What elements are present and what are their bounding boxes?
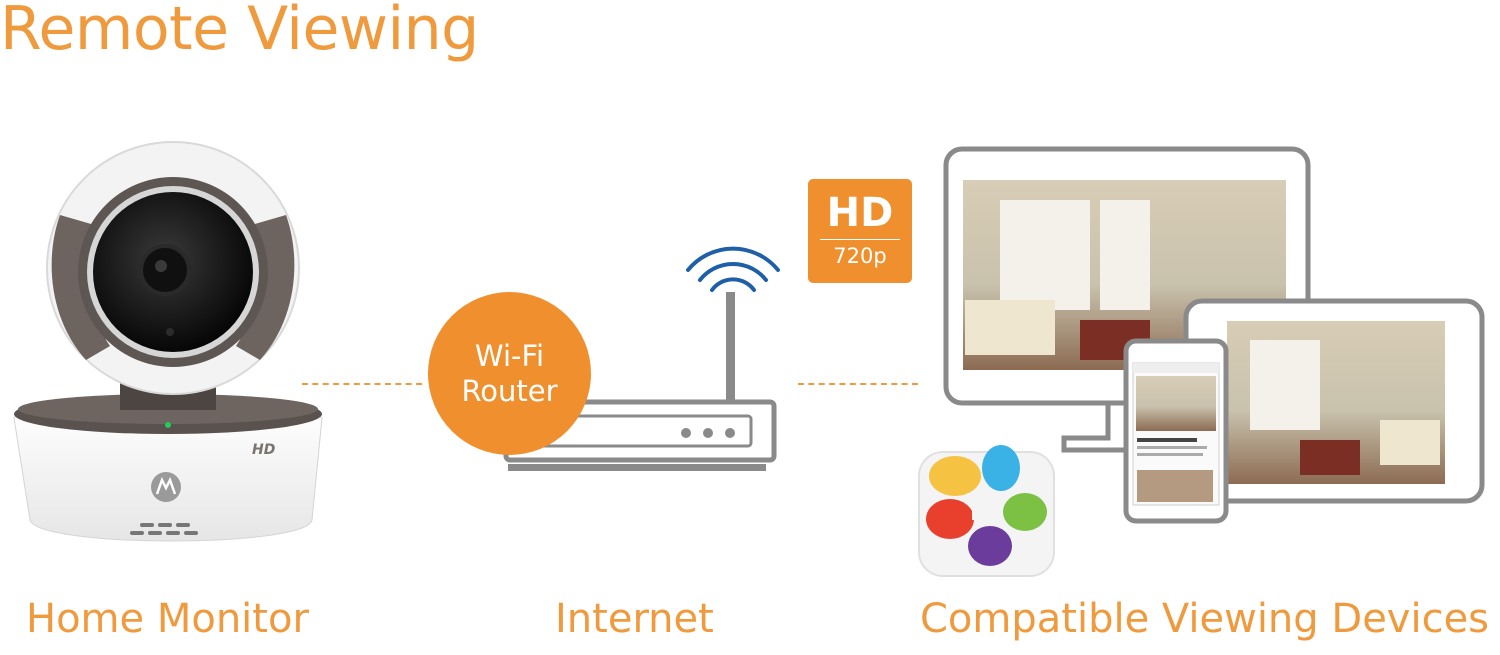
label-internet: Internet	[555, 596, 714, 642]
label-home-monitor: Home Monitor	[26, 596, 309, 642]
hd-badge: HD 720p	[808, 179, 912, 283]
label-devices: Compatible Viewing Devices	[920, 596, 1490, 642]
connection-line-internet-devices	[798, 383, 918, 385]
wifi-icon	[686, 246, 780, 292]
router-bubble-line2: Router	[461, 373, 558, 408]
connection-line-home-internet	[302, 383, 422, 385]
camera-icon	[13, 141, 323, 542]
phone-icon	[1123, 338, 1229, 524]
camera-hd-label: HD	[252, 442, 276, 458]
tablet-icon	[1183, 298, 1485, 504]
app-icon	[918, 445, 1055, 577]
hd-badge-main: HD	[826, 190, 894, 236]
router-bubble-line1: Wi-Fi	[474, 338, 545, 373]
page-title: Remote Viewing	[0, 0, 479, 64]
wifi-router-bubble: Wi-Fi Router	[428, 292, 591, 455]
hd-badge-sub: 720p	[833, 244, 887, 268]
hd-badge-divider	[820, 239, 900, 240]
